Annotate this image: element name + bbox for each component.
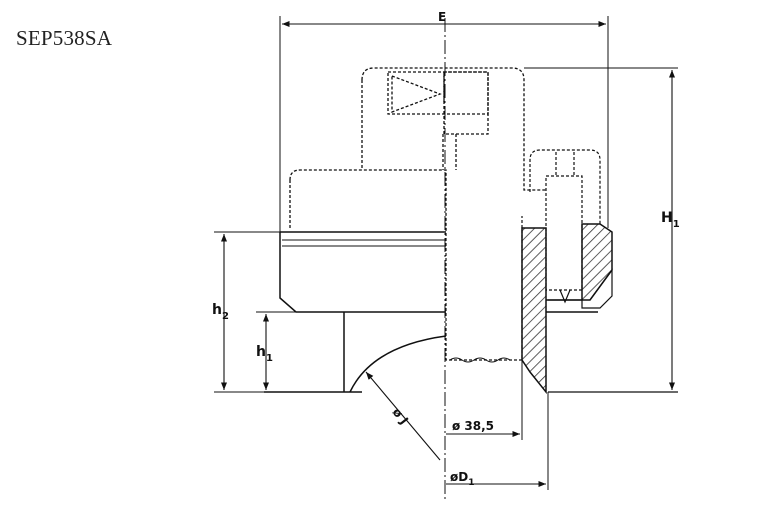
extension-lines (214, 16, 678, 490)
dim-label-h2: h2 (212, 302, 229, 322)
hatched-flange-section (521, 223, 678, 395)
dim-label-38-5: ø 38,5 (452, 419, 494, 433)
dimension-lines (220, 20, 676, 488)
dim-label-h1: h1 (256, 344, 273, 364)
dim-label-H1: H1 (661, 210, 680, 230)
valve-symbol (391, 75, 442, 113)
base-body (264, 231, 447, 393)
dim-label-D1: øD1 (450, 470, 474, 488)
piston-stem-outline (445, 216, 523, 361)
dimension-line-J (365, 371, 441, 461)
page-title: SEP538SA (16, 26, 113, 50)
stem-end-detail (449, 357, 511, 363)
dim-label-E: E (438, 10, 446, 24)
dim-label-J: ø J (390, 405, 411, 427)
actuator-housing-outline (289, 67, 546, 230)
